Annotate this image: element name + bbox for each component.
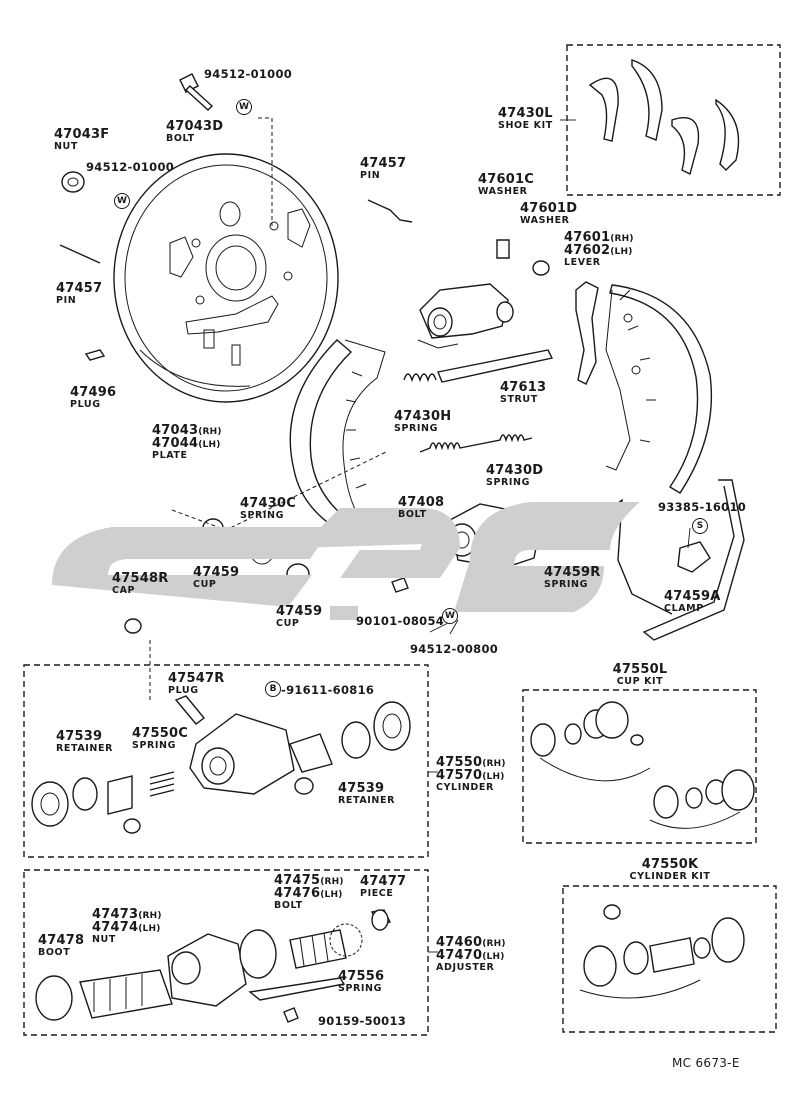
label-47430D: 47430D SPRING (486, 463, 544, 488)
label-47550K: 47550K CYLINDER KIT (629, 857, 711, 882)
label-bolt-adjuster: 47475(RH) 47476(LH) BOLT (274, 873, 344, 911)
part-90101-08054: 90101-08054 (356, 614, 445, 628)
wheel-cylinder-top-drawing (417, 283, 514, 349)
label-47043D: 47043D BOLT (166, 119, 224, 144)
label-47459A: 47459A CLAMP (664, 589, 721, 614)
watermark-logo (52, 502, 640, 620)
label-47457-left: 47457 PIN (56, 281, 103, 306)
strut-drawing (437, 349, 554, 383)
backing-plate-drawing (113, 153, 339, 403)
label-47408: 47408 BOLT (398, 495, 445, 520)
washer-symbol-top: W (236, 99, 252, 115)
part-94512-01000-mid: 94512-01000 (86, 160, 175, 174)
label-47550L: 47550L CUP KIT (612, 662, 668, 687)
cup-kit-box (522, 689, 757, 844)
label-lever: 47601(RH) 47602(LH) LEVER (564, 230, 634, 268)
label-47459R: 47459R SPRING (544, 565, 601, 590)
brake-shoe-right-drawing (605, 284, 713, 494)
label-47601C: 47601C WASHER (478, 172, 534, 197)
symbol-s: S (692, 518, 708, 534)
part-90159-50013: 90159-50013 (318, 1014, 407, 1028)
part-93385-16010: 93385-16010 (658, 500, 747, 514)
label-47477: 47477 PIECE (360, 874, 407, 899)
cylinder-kit-drawing (579, 904, 745, 999)
part-91611-60816: -91611-60816 (281, 683, 375, 697)
label-47459-cup-1: 47459 CUP (193, 565, 240, 590)
label-47430L: 47430L SHOE KIT (498, 106, 553, 131)
shoe-kit-drawing (588, 59, 740, 176)
label-47430H: 47430H SPRING (394, 409, 452, 434)
label-47043F: 47043F NUT (54, 127, 110, 152)
label-47430C: 47430C SPRING (240, 496, 296, 521)
label-47539-right: 47539 RETAINER (338, 781, 395, 806)
washer-symbol-bottom: W (442, 608, 458, 624)
cylinder-kit-box (562, 885, 777, 1033)
label-47556: 47556 SPRING (338, 969, 385, 994)
cylinder-box (23, 664, 429, 858)
label-nut-adjuster: 47473(RH) 47474(LH) NUT (92, 907, 162, 945)
symbol-b: B (265, 681, 281, 697)
label-adjuster: 47460(RH) 47470(LH) ADJUSTER (436, 935, 506, 973)
label-47496: 47496 PLUG (70, 385, 117, 410)
label-47550C: 47550C SPRING (132, 726, 188, 751)
label-47547R: 47547R PLUG (168, 671, 225, 696)
part-94512-00800: 94512-00800 (410, 642, 499, 656)
label-47548R: 47548R CAP (112, 571, 169, 596)
adjuster-box (23, 869, 429, 1036)
label-47459-cup-2: 47459 CUP (276, 604, 323, 629)
label-47613: 47613 STRUT (500, 380, 547, 405)
label-47601D: 47601D WASHER (520, 201, 578, 226)
part-94512-01000-top: 94512-01000 (204, 67, 293, 81)
lever-drawing (575, 281, 599, 385)
clamp-drawing (677, 541, 711, 573)
diagram-reference: MC 6673-E (672, 1056, 740, 1070)
cup-kit-drawing (530, 701, 755, 829)
washer-symbol-mid: W (114, 193, 130, 209)
adjuster-assembly-drawing (35, 909, 391, 1023)
label-plate: 47043(RH) 47044(LH) PLATE (152, 423, 222, 461)
label-47478: 47478 BOOT (38, 933, 85, 958)
label-47457-top: 47457 PIN (360, 156, 407, 181)
cylinder-assembly-drawing (31, 695, 411, 834)
label-cylinder: 47550(RH) 47570(LH) CYLINDER (436, 755, 506, 793)
label-47539-left: 47539 RETAINER (56, 729, 113, 754)
